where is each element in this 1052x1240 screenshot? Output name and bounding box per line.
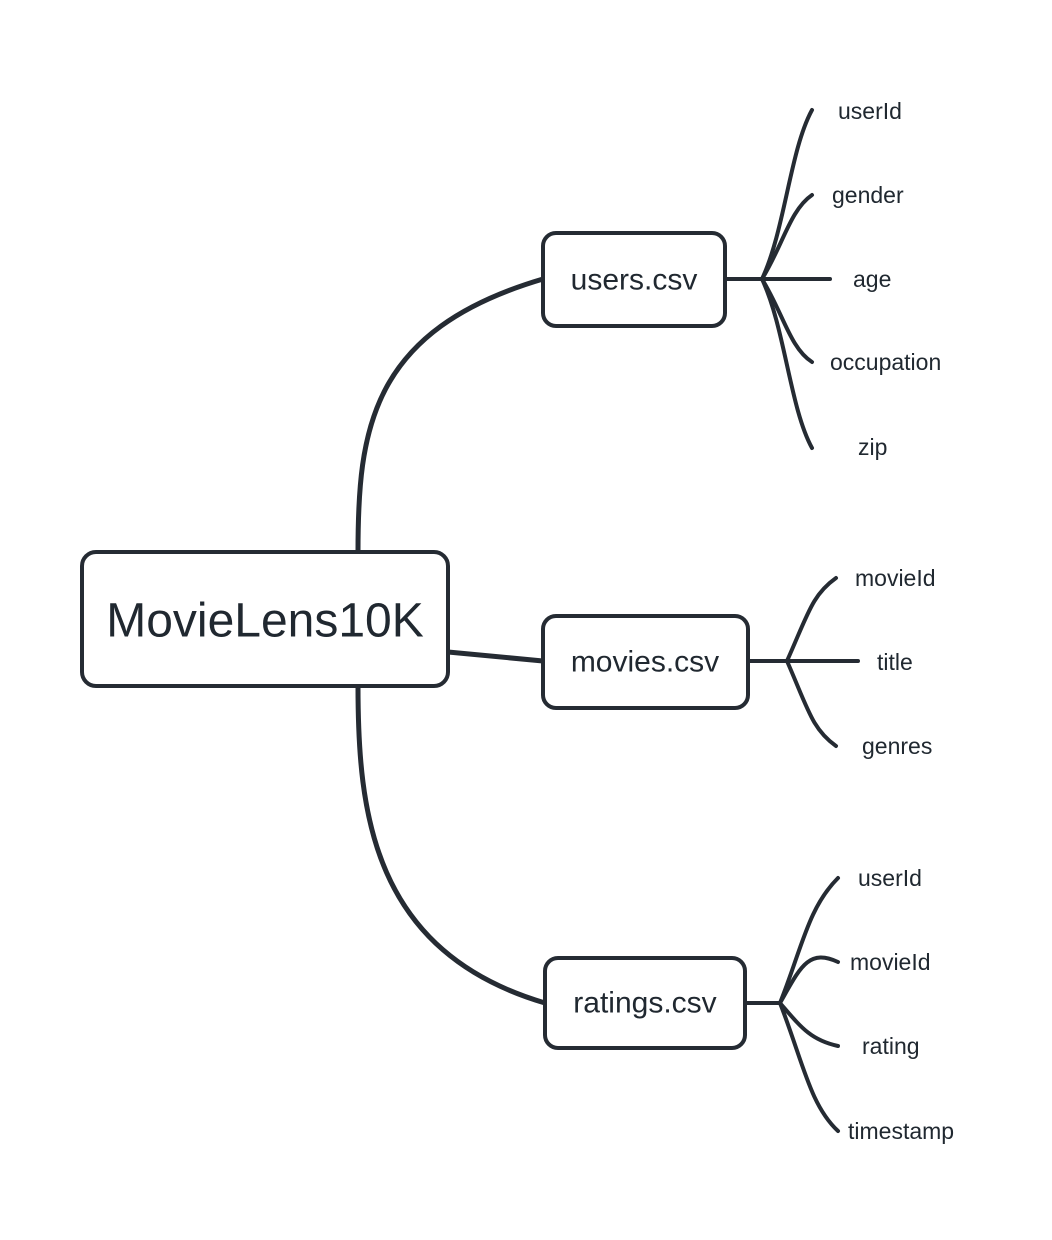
node-users-csv[interactable]: users.csv xyxy=(541,231,727,328)
leaf-movies-title[interactable]: title xyxy=(877,649,913,675)
node-ratings-csv[interactable]: ratings.csv xyxy=(543,956,747,1050)
node-ratings-csv-box xyxy=(543,956,747,1050)
edge-root-to-ratings xyxy=(355,683,548,1006)
edge-root-to-users xyxy=(355,276,546,555)
leaf-users-age[interactable]: age xyxy=(853,266,891,292)
leaf-movies-genres[interactable]: genres xyxy=(862,733,932,759)
node-users-csv-box xyxy=(541,231,727,328)
edge-users-to-userid xyxy=(760,108,814,281)
edge-movies-to-movieid xyxy=(785,576,838,663)
edge-users-to-zip xyxy=(760,277,814,450)
leaf-ratings-rating[interactable]: rating xyxy=(862,1033,920,1059)
edge-users-to-occupation xyxy=(760,277,814,364)
leaf-ratings-movieid[interactable]: movieId xyxy=(850,949,931,975)
node-root-label: MovieLens10K xyxy=(106,595,424,648)
leaf-ratings-userid[interactable]: userId xyxy=(858,865,922,891)
leaf-users-gender[interactable]: gender xyxy=(832,182,904,208)
leaf-movies-movieid[interactable]: movieId xyxy=(855,565,936,591)
edge-ratings-to-userid xyxy=(778,876,840,1005)
edge-ratings-to-rating xyxy=(778,1001,840,1048)
node-movies-csv-box xyxy=(541,614,750,710)
leaf-users-userid[interactable]: userId xyxy=(838,98,902,124)
edge-root-to-movies xyxy=(445,649,546,664)
edge-movies-to-genres xyxy=(785,659,838,748)
edge-users-to-gender xyxy=(760,193,814,281)
edge-ratings-to-timestamp xyxy=(778,1001,840,1133)
leaf-users-zip[interactable]: zip xyxy=(858,434,887,460)
node-root[interactable]: MovieLens10K xyxy=(80,550,450,688)
leaf-users-occupation[interactable]: occupation xyxy=(830,349,941,375)
node-users-csv-label: users.csv xyxy=(571,264,698,297)
node-movies-csv-label: movies.csv xyxy=(571,646,719,679)
node-movies-csv[interactable]: movies.csv xyxy=(541,614,750,710)
leaf-ratings-timestamp[interactable]: timestamp xyxy=(848,1118,954,1144)
edge-ratings-to-movieid xyxy=(778,955,840,1005)
node-ratings-csv-label: ratings.csv xyxy=(573,987,716,1020)
node-root-box xyxy=(80,550,450,688)
